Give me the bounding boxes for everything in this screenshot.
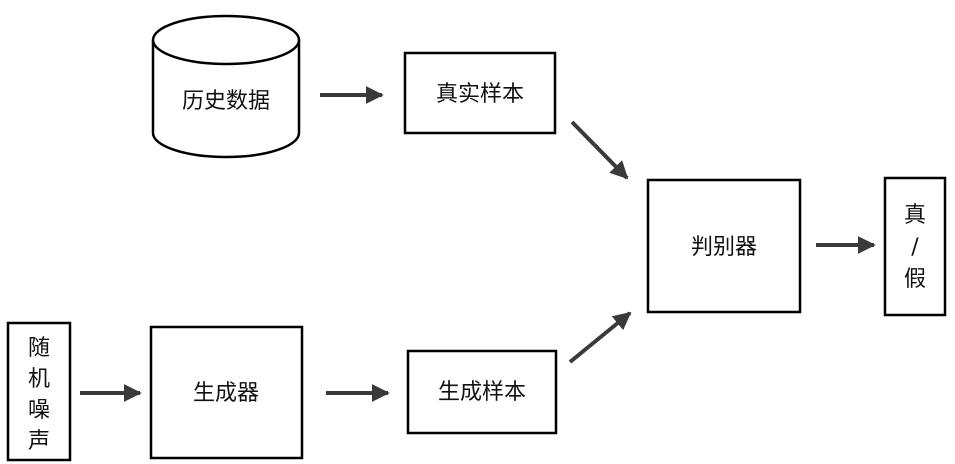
noise-char-1: 随 <box>28 336 50 361</box>
noise-char-3: 噪 <box>28 398 50 423</box>
generated-samples-label: 生成样本 <box>438 380 526 405</box>
discriminator-label: 判别器 <box>691 235 757 260</box>
generator-label: 生成器 <box>193 381 259 406</box>
output-char-1: 真 <box>904 203 926 228</box>
noise-char-4: 声 <box>28 429 50 454</box>
generator-box: 生成器 <box>149 325 304 460</box>
arrow-real-to-discriminator <box>570 120 629 180</box>
random-noise-box: 随 机 噪 声 <box>6 321 72 462</box>
real-samples-box: 真实样本 <box>403 51 557 135</box>
history-data-cylinder: 历史数据 <box>151 14 301 159</box>
discriminator-box: 判别器 <box>646 178 802 314</box>
output-box: 真 / 假 <box>883 176 947 317</box>
generated-samples-box: 生成样本 <box>406 349 558 435</box>
history-data-label: 历史数据 <box>182 89 270 114</box>
output-char-2: / <box>911 235 919 260</box>
arrow-generated-to-discriminator <box>568 311 632 364</box>
noise-char-2: 机 <box>28 367 50 392</box>
real-samples-label: 真实样本 <box>436 82 524 107</box>
output-char-3: 假 <box>904 267 926 292</box>
